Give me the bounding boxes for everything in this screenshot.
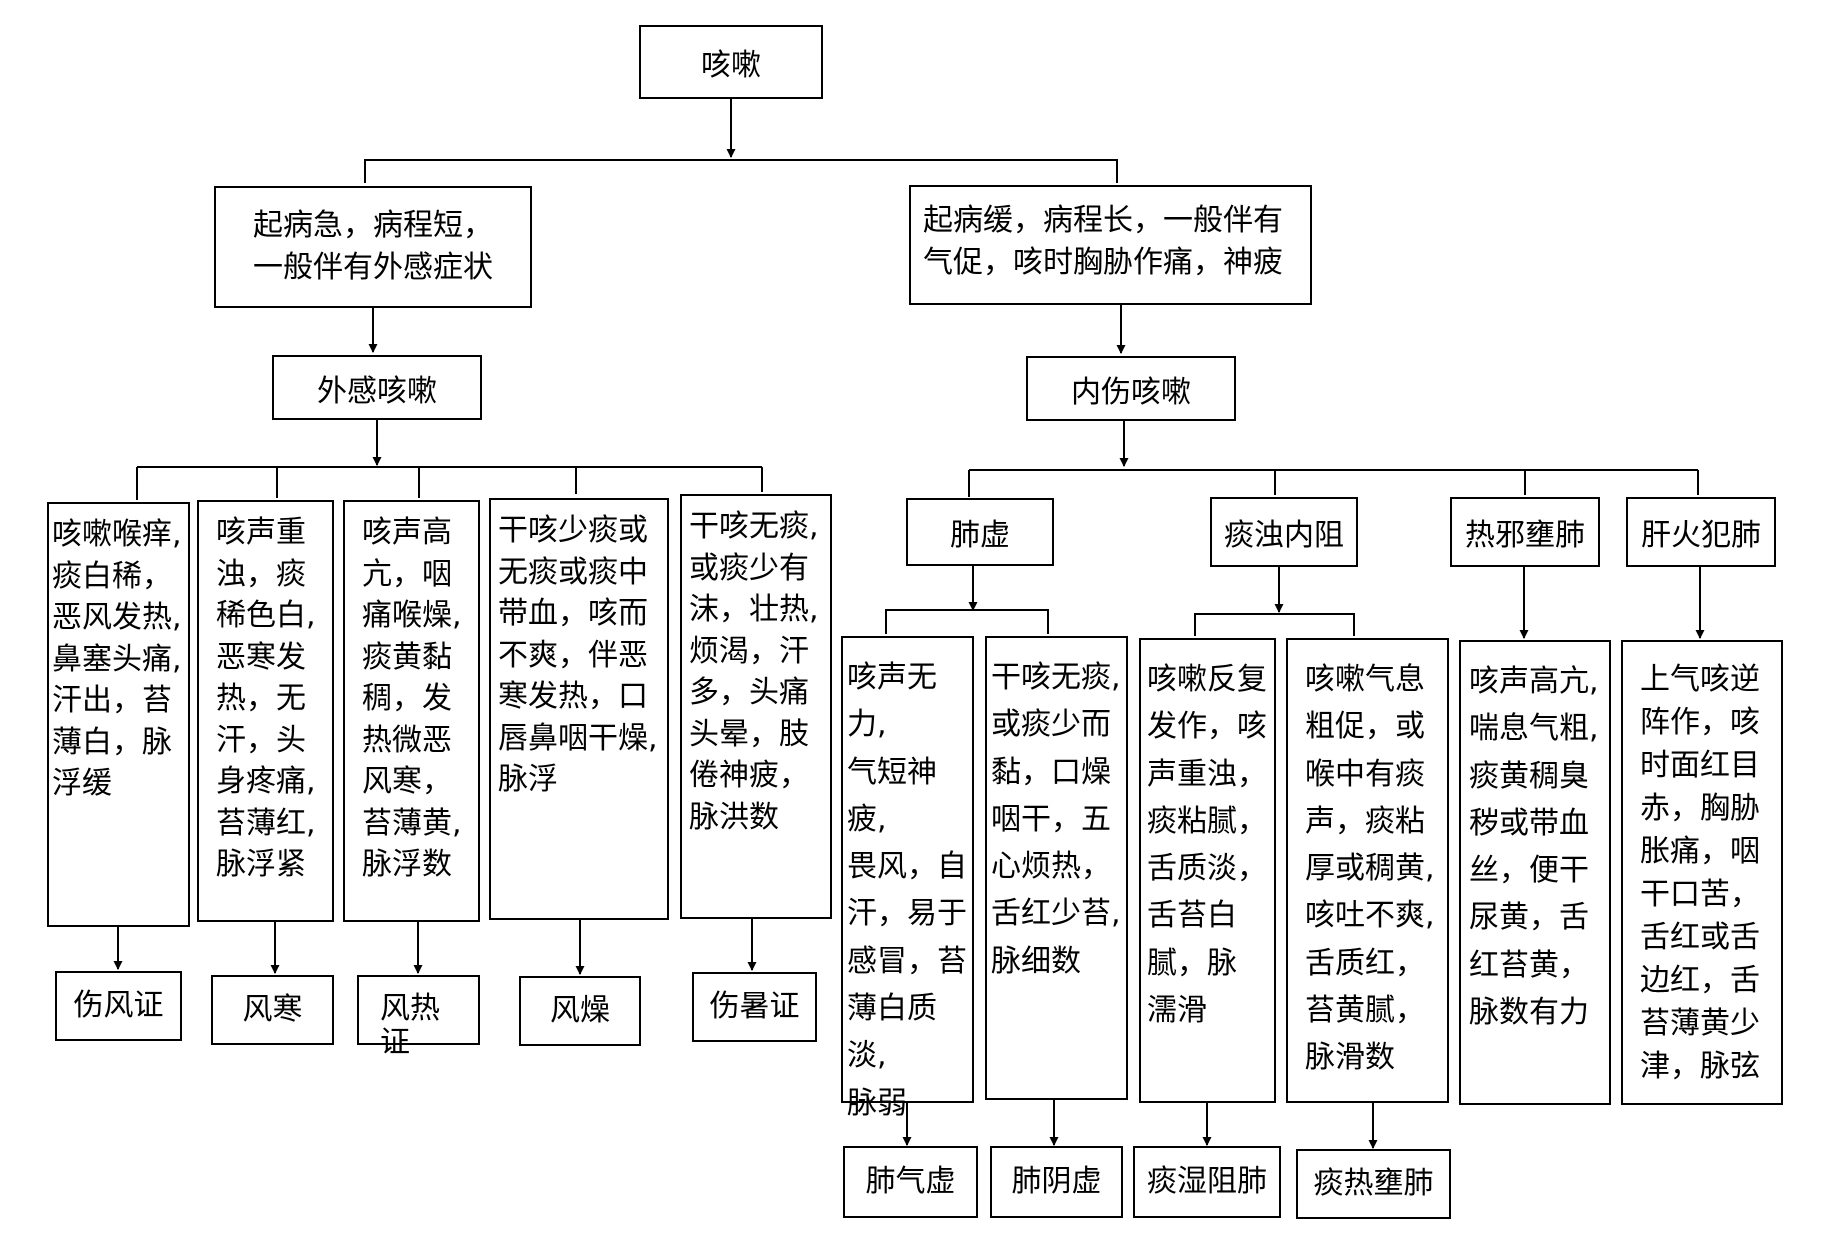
symptom-box-tanre: 咳嗽气息 粗促，或 喉中有痰 声，痰粘 厚或稠黄, 咳吐不爽, 舌质红， 苔黄腻… — [1286, 638, 1449, 1103]
chronic-criteria-text: 起病缓，病程长，一般伴有 气促，咳时胸胁作痛，神疲 — [923, 203, 1283, 280]
root-box: 咳嗽 — [639, 25, 823, 99]
group-box-tanzhuo: 痰浊内阻 — [1210, 497, 1358, 567]
group-box-ganhuo: 肝火犯肺 — [1626, 497, 1776, 567]
group-label: 热邪壅肺 — [1465, 518, 1585, 553]
result-box-tanre: 痰热壅肺 — [1296, 1149, 1451, 1219]
result-label: 风热 证 — [380, 991, 440, 1060]
symptom-text: 咳嗽气息 粗促，或 喉中有痰 声，痰粘 厚或稠黄, 咳吐不爽, 舌质红， 苔黄腻… — [1305, 662, 1435, 1076]
result-label: 肺阴虚 — [1011, 1164, 1102, 1199]
symptom-box-feiqixu: 咳声无力, 气短神疲, 畏风，自 汗，易于 感冒，苔 薄白质淡, 脉弱 — [841, 636, 974, 1121]
symptom-box-tanshi: 咳嗽反复 发作，咳 声重浊， 痰粘腻， 舌质淡， 舌苔白 腻，脉 濡滑 — [1139, 638, 1276, 1103]
symptom-text: 咳声无力, 气短神疲, 畏风，自 汗，易于 感冒，苔 薄白质淡, 脉弱 — [847, 660, 967, 1121]
group-box-feixu: 肺虚 — [906, 498, 1054, 566]
result-label: 风燥 — [550, 993, 610, 1028]
group-label: 肝火犯肺 — [1641, 518, 1761, 553]
result-box-shangshu: 伤暑证 — [692, 972, 817, 1042]
symptom-box-fengre: 咳声高 亢，咽 痛喉燥, 痰黄黏 稠，发 热微恶 风寒， 苔薄黄, 脉浮数 — [343, 500, 480, 922]
symptom-box-ganhuo: 上气咳逆 阵作，咳 时面红目 赤，胸胁 胀痛，咽 干口苦， 舌红或舌 边红，舌 … — [1621, 640, 1783, 1105]
symptom-text: 咳声高亢, 喘息气粗, 痰黄稠臭 秽或带血 丝，便干 尿黄，舌 红苔黄， 脉数有… — [1469, 664, 1599, 1031]
symptom-text: 干咳无痰, 或痰少而 黏，口燥 咽干，五 心烦热， 舌红少苔, 脉细数 — [991, 660, 1121, 979]
group-box-rexie: 热邪壅肺 — [1450, 497, 1600, 567]
result-box-fenghan: 风寒 — [211, 975, 334, 1045]
result-box-tanshi: 痰湿阻肺 — [1133, 1146, 1281, 1218]
acute-criteria-box: 起病急，病程短， 一般伴有外感症状 — [214, 186, 532, 308]
group-label: 痰浊内阻 — [1224, 518, 1344, 553]
result-label: 肺气虚 — [865, 1164, 956, 1199]
internal-cough-label: 内伤咳嗽 — [1071, 374, 1191, 410]
symptom-text: 咳嗽喉痒, 痰白稀， 恶风发热, 鼻塞头痛, 汗出，苔 薄白，脉 浮缓 — [52, 517, 182, 801]
result-box-feiyinxu: 肺阴虚 — [990, 1146, 1123, 1218]
chronic-criteria-box: 起病缓，病程长，一般伴有 气促，咳时胸胁作痛，神疲 — [909, 185, 1312, 305]
symptom-text: 咳声高 亢，咽 痛喉燥, 痰黄黏 稠，发 热微恶 风寒， 苔薄黄, 脉浮数 — [362, 515, 462, 882]
symptom-box-feiyinxu: 干咳无痰, 或痰少而 黏，口燥 咽干，五 心烦热， 舌红少苔, 脉细数 — [985, 636, 1128, 1100]
symptom-text: 咳嗽反复 发作，咳 声重浊， 痰粘腻， 舌质淡， 舌苔白 腻，脉 濡滑 — [1147, 662, 1267, 1029]
symptom-box-fengzao: 干咳少痰或 无痰或痰中 带血，咳而 不爽，伴恶 寒发热，口 唇鼻咽干燥, 脉浮 — [489, 498, 669, 920]
result-box-fengzao: 风燥 — [519, 976, 641, 1046]
root-label: 咳嗽 — [701, 48, 761, 83]
result-box-feiqixu: 肺气虚 — [843, 1146, 978, 1218]
symptom-box-fenghan: 咳声重 浊，痰 稀色白, 恶寒发 热，无 汗，头 身疼痛, 苔薄红, 脉浮紧 — [197, 500, 334, 922]
result-label: 痰湿阻肺 — [1147, 1164, 1267, 1199]
group-label: 肺虚 — [950, 518, 1010, 553]
result-label: 风寒 — [242, 992, 303, 1027]
symptom-box-rexie: 咳声高亢, 喘息气粗, 痰黄稠臭 秽或带血 丝，便干 尿黄，舌 红苔黄， 脉数有… — [1459, 640, 1611, 1105]
external-cough-label: 外感咳嗽 — [317, 373, 437, 409]
symptom-box-shangshu: 干咳无痰, 或痰少有 沫，壮热, 烦渴，汗 多，头痛 头晕，肢 倦神疲， 脉洪数 — [680, 494, 832, 919]
symptom-text: 上气咳逆 阵作，咳 时面红目 赤，胸胁 胀痛，咽 干口苦， 舌红或舌 边红，舌 … — [1640, 662, 1760, 1084]
symptom-box-shangfeng: 咳嗽喉痒, 痰白稀， 恶风发热, 鼻塞头痛, 汗出，苔 薄白，脉 浮缓 — [47, 502, 190, 927]
result-label: 伤暑证 — [709, 989, 800, 1024]
result-box-fengre: 风热 证 — [357, 975, 480, 1060]
internal-cough-box: 内伤咳嗽 — [1026, 356, 1236, 421]
symptom-text: 咳声重 浊，痰 稀色白, 恶寒发 热，无 汗，头 身疼痛, 苔薄红, 脉浮紧 — [216, 515, 316, 882]
result-label: 伤风证 — [73, 988, 164, 1023]
symptom-text: 干咳少痰或 无痰或痰中 带血，咳而 不爽，伴恶 寒发热，口 唇鼻咽干燥, 脉浮 — [498, 513, 658, 797]
result-label: 痰热壅肺 — [1313, 1166, 1434, 1201]
symptom-text: 干咳无痰, 或痰少有 沫，壮热, 烦渴，汗 多，头痛 头晕，肢 倦神疲， 脉洪数 — [689, 509, 819, 835]
external-cough-box: 外感咳嗽 — [272, 355, 482, 420]
result-box-shangfeng: 伤风证 — [55, 971, 182, 1041]
acute-criteria-text: 起病急，病程短， 一般伴有外感症状 — [253, 208, 493, 285]
